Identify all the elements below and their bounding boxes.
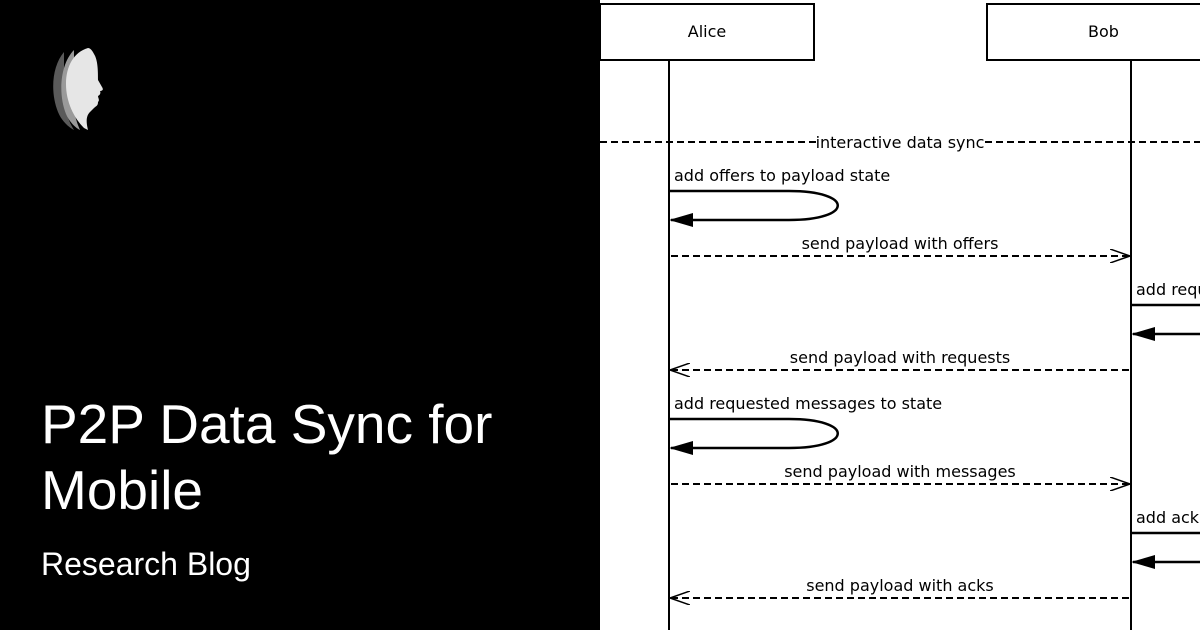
message-label: send payload with messages (784, 462, 1016, 481)
self-message-label: add requested messages to state (674, 394, 942, 413)
self-message-arrow (669, 417, 839, 455)
participant-box-alice (600, 3, 815, 61)
self-message-label: add offers to payload state (674, 166, 890, 185)
divider-label-bg (817, 131, 983, 153)
self-message-arrow (669, 189, 839, 227)
self-message-arrow (1131, 303, 1200, 341)
face-profile-logo-icon (53, 48, 103, 130)
participant-box-bob (986, 3, 1200, 61)
message-label: send payload with acks (806, 576, 994, 595)
sequence-diagram-svg: Alice Bob interactive data sync add offers … (600, 3, 1200, 630)
self-message-arrow (1131, 531, 1200, 569)
page-title: P2P Data Sync for Mobile (41, 393, 493, 521)
message-label: send payload with requests (790, 348, 1010, 367)
self-message-label: add acks (1136, 508, 1200, 527)
participant-label-bob: Bob (1088, 22, 1119, 41)
participant-label-alice: Alice (688, 22, 726, 41)
message-label: send payload with offers (802, 234, 999, 253)
left-panel: P2P Data Sync for Mobile Research Blog (41, 48, 493, 582)
sequence-diagram: Alice Bob interactive data sync add offers … (600, 0, 1200, 630)
divider-label: interactive data sync (816, 133, 985, 152)
self-message-label: add requ (1136, 280, 1200, 299)
page-subtitle: Research Blog (41, 546, 251, 582)
